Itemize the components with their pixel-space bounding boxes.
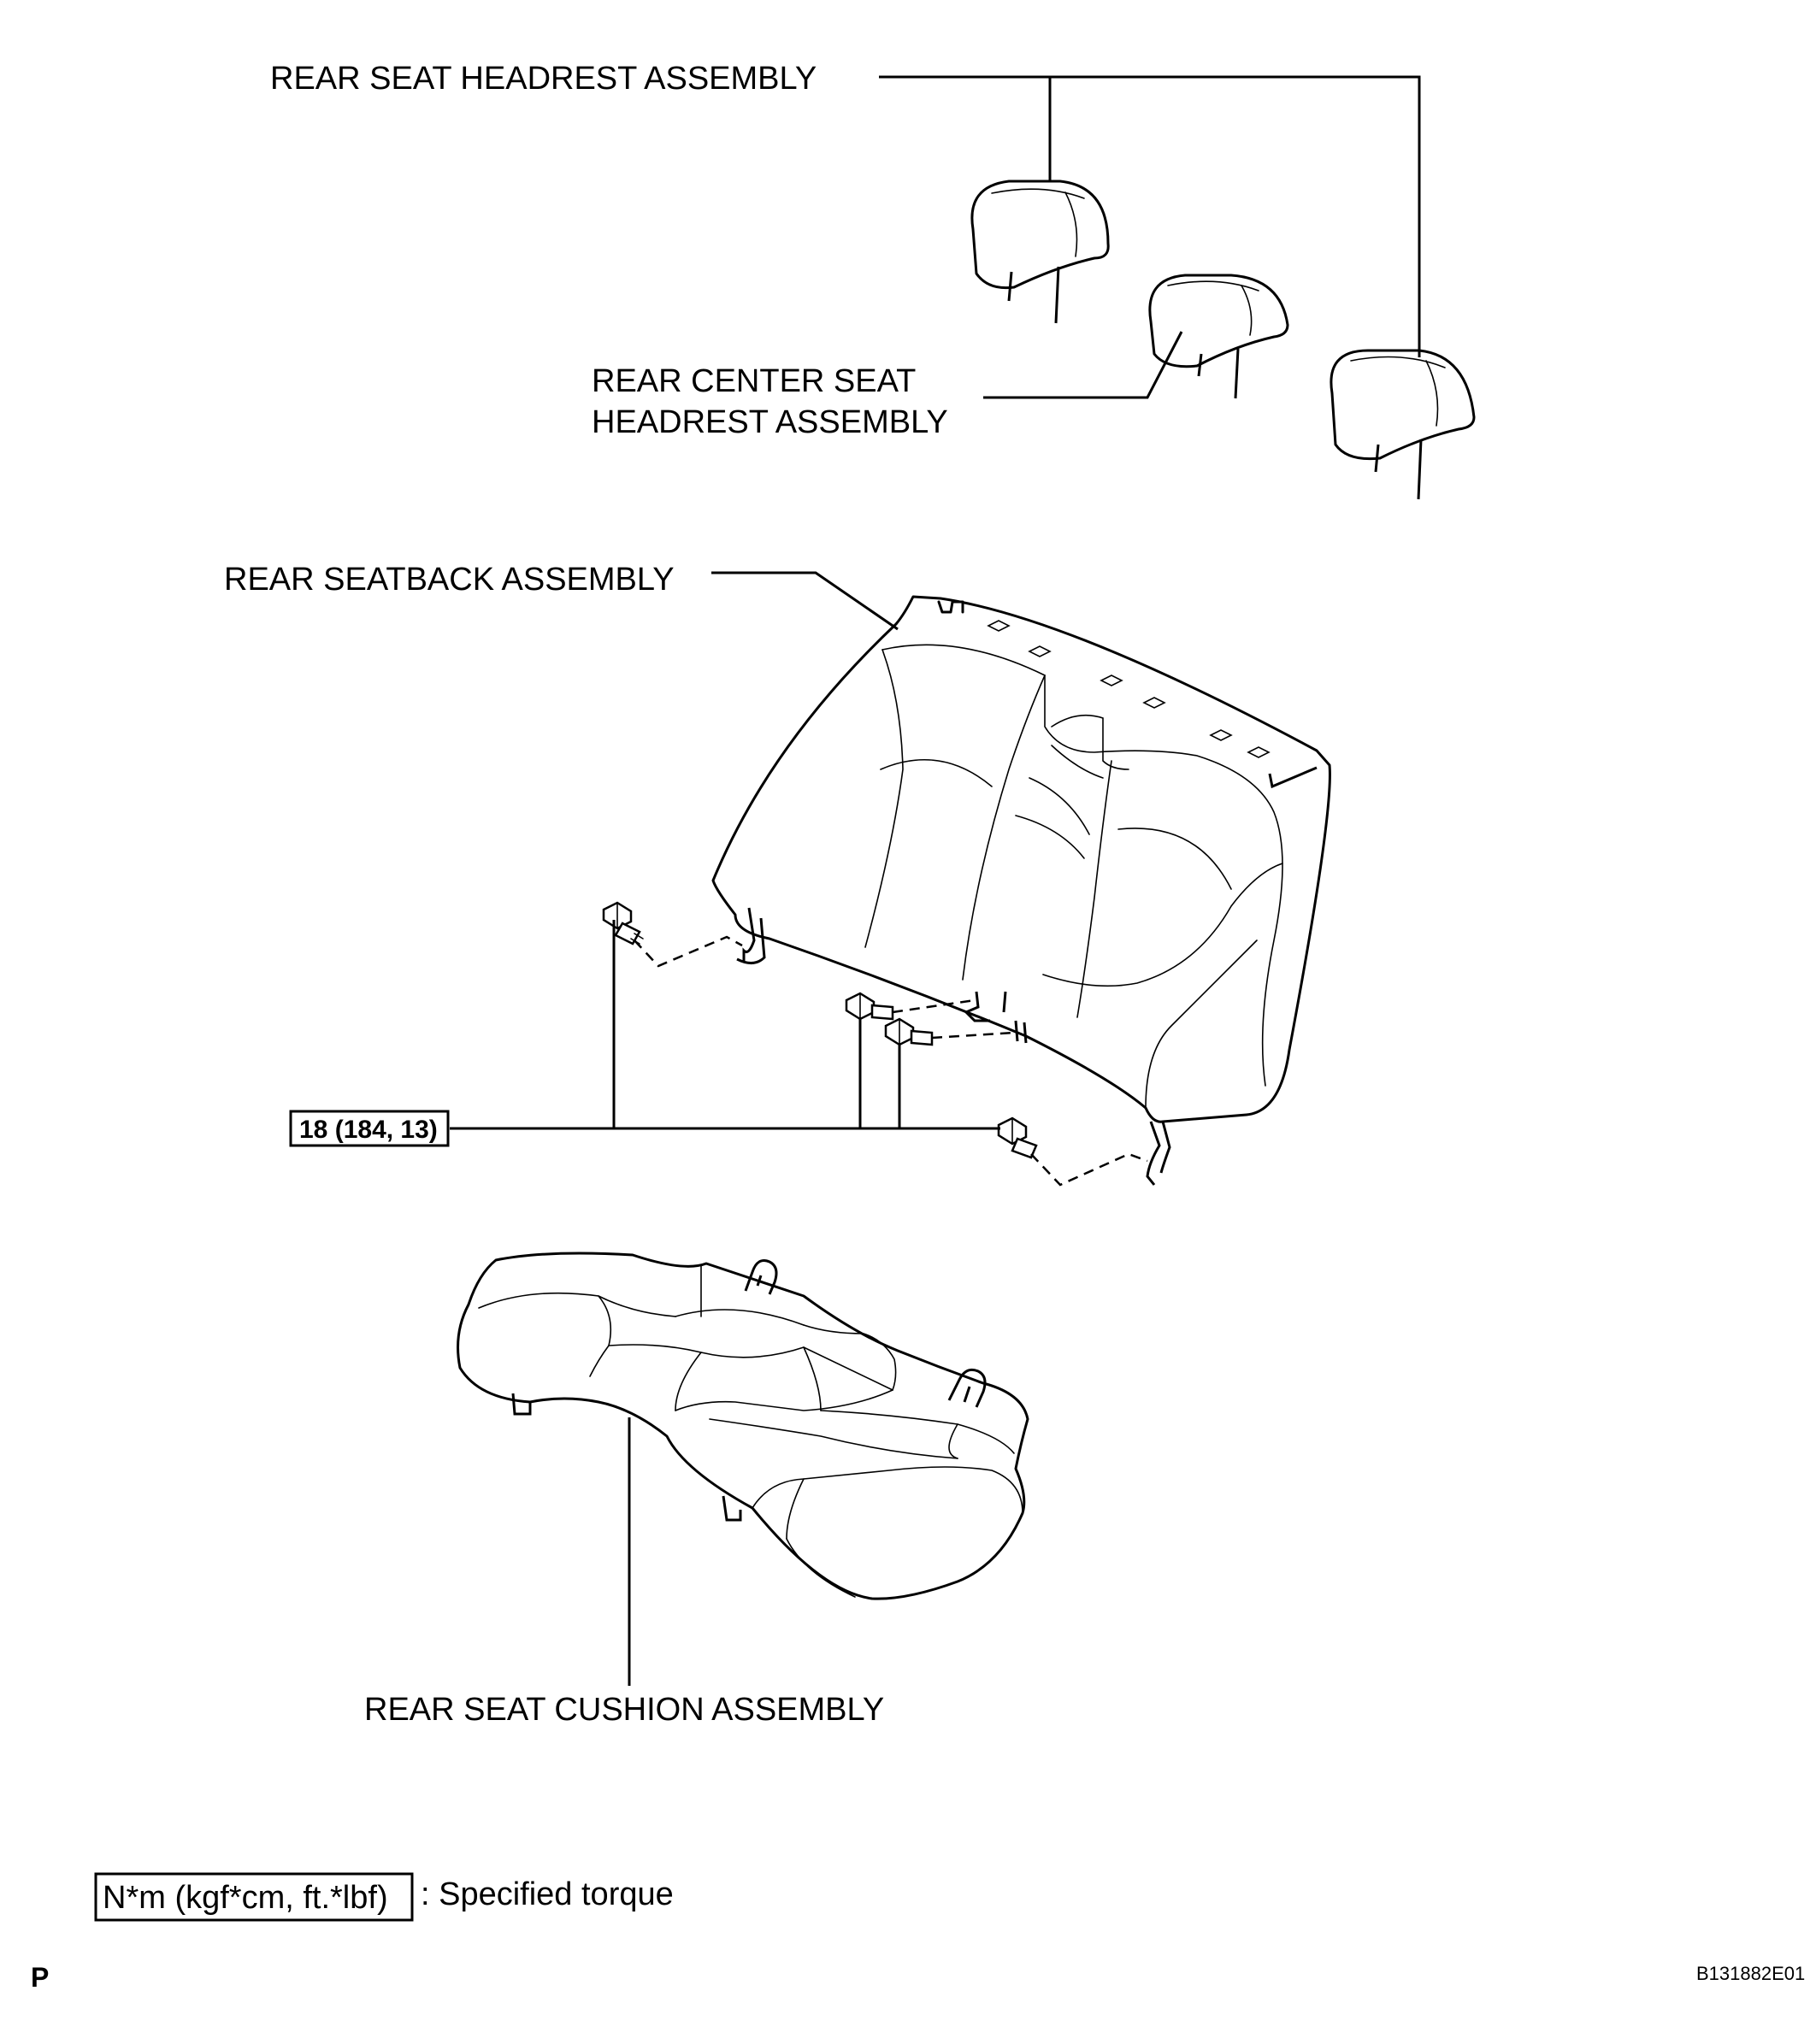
insertion-line-3 [931, 1031, 1015, 1040]
insertion-line-1 [634, 935, 743, 968]
label-seatback: REAR SEATBACK ASSEMBLY [224, 562, 675, 598]
label-cushion: REAR SEAT CUSHION ASSEMBLY [364, 1692, 884, 1728]
legend-unit-box [94, 1872, 414, 1922]
figure-code: B131882E01 [1696, 1963, 1805, 1984]
insertion-line-2 [892, 998, 976, 1014]
label-center-headrest-line1: REAR CENTER SEAT [592, 363, 916, 399]
headrest-left [970, 180, 1110, 324]
corner-mark: P [31, 1962, 49, 1993]
headrest-center [1148, 274, 1289, 399]
legend-description: : Specified torque [421, 1876, 674, 1912]
label-headrest: REAR SEAT HEADREST ASSEMBLY [270, 61, 817, 97]
torque-value: 18 (184, 13) [299, 1116, 438, 1144]
leader-center-headrest [983, 331, 1183, 399]
bolt-4 [997, 1116, 1038, 1159]
label-center-headrest-line2: HEADREST ASSEMBLY [592, 404, 948, 440]
leader-headrest [879, 75, 1421, 357]
rear-seatback [711, 595, 1331, 1186]
rear-seat-cushion [457, 1252, 1029, 1600]
bolt-1 [602, 901, 644, 945]
torque-box [289, 1110, 450, 1147]
insertion-line-4 [1030, 1152, 1148, 1187]
bolt-2 [845, 992, 894, 1021]
bolt-3 [884, 1017, 934, 1046]
leader-torque [450, 920, 1000, 1130]
leader-seatback [711, 571, 899, 631]
headrest-right [1330, 349, 1476, 500]
legend-unit-text: N*m (kgf*cm, ft.*lbf) [103, 1880, 388, 1916]
